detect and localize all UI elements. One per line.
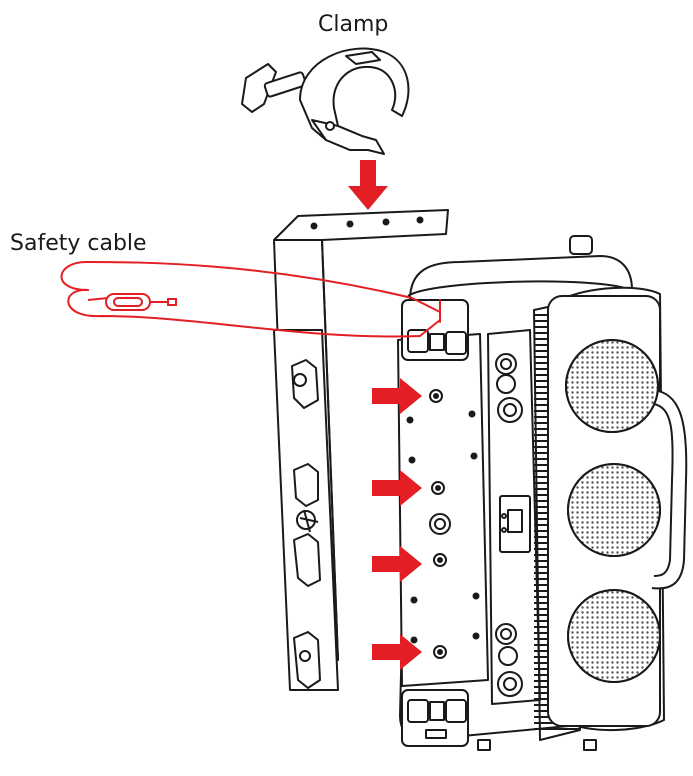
fixture-icon [397, 235, 688, 751]
clamp-label: Clamp [318, 12, 389, 37]
safety-cable-label: Safety cable [10, 231, 147, 256]
carabiner-icon [87, 293, 177, 311]
bracket-icon [273, 209, 449, 691]
clamp-down-arrow [348, 160, 388, 210]
safety-cable [60, 261, 441, 338]
clamp-icon [241, 47, 410, 155]
arrow-right-icon [372, 470, 422, 506]
arrow-right-icon [372, 378, 422, 414]
arrow-right-icon [372, 634, 422, 670]
arrow-right-icon [372, 546, 422, 582]
